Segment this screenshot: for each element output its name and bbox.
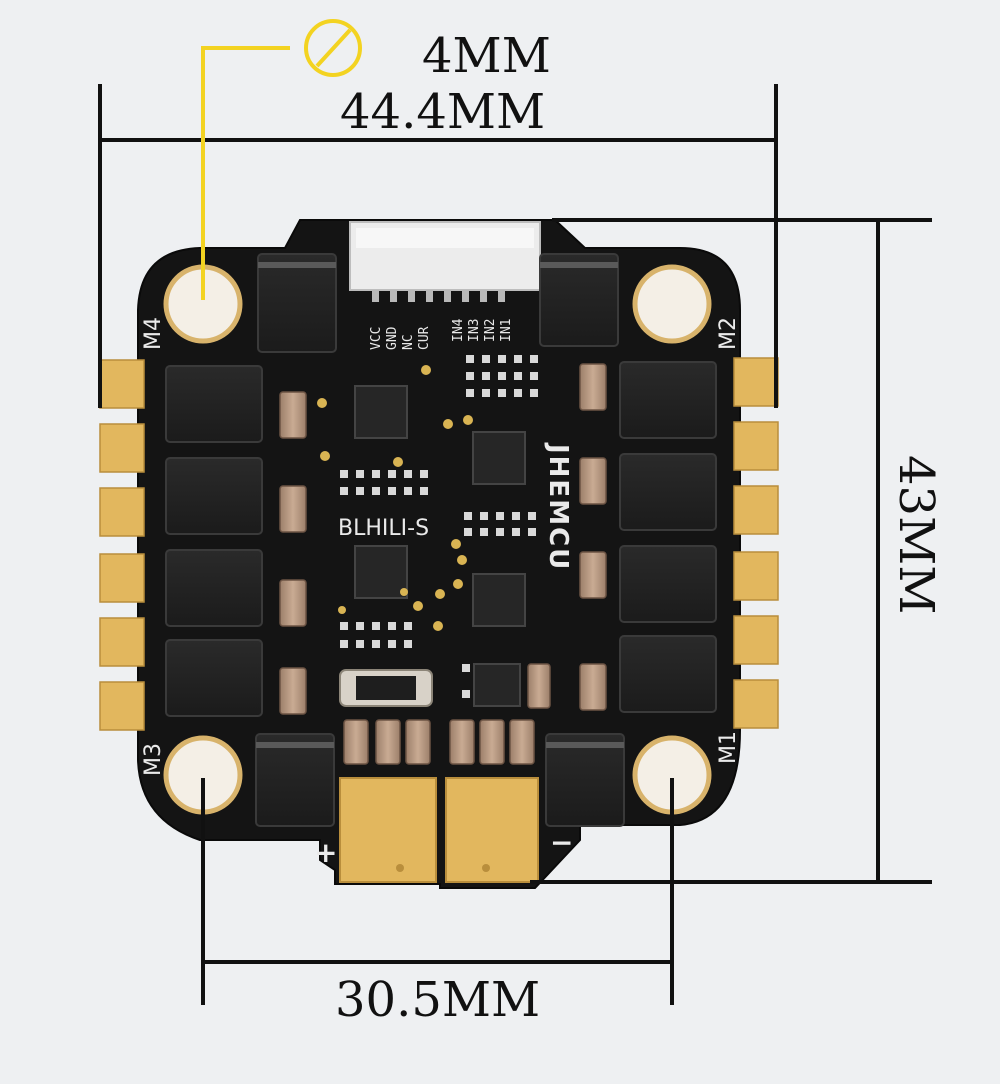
passive-array: [466, 355, 538, 397]
firmware-label: BLHILI-S: [338, 516, 429, 541]
motor-label-m1: M1: [716, 731, 741, 764]
regulator-chip: [473, 663, 521, 707]
passive-array: [464, 512, 536, 536]
passive-array: [340, 470, 428, 495]
mosfet: [165, 457, 263, 535]
pin-label: IN1: [499, 319, 514, 342]
motor-pad: [99, 487, 145, 537]
capacitor: [579, 663, 607, 711]
dimension-height: [530, 218, 932, 884]
board-width-text: 44.4MM: [340, 84, 545, 140]
mount-spacing-text: 30.5MM: [335, 972, 540, 1028]
motor-pad: [733, 679, 779, 729]
pin-label: GND: [385, 326, 400, 350]
dimension-width: [98, 84, 778, 408]
hole-diameter-leader: [201, 19, 362, 300]
mosfet: [619, 361, 717, 439]
mosfet: [165, 639, 263, 717]
mosfet: [619, 453, 717, 531]
capacitor: [579, 457, 607, 505]
pin-label: NC: [401, 334, 416, 350]
motor-pad: [733, 357, 779, 407]
capacitor: [405, 719, 431, 765]
hole-diameter-text: 4MM: [422, 28, 551, 84]
test-points: [317, 365, 473, 631]
ic-chip: [354, 545, 408, 599]
pin-label: IN4: [451, 318, 466, 342]
capacitor: [375, 719, 401, 765]
mosfets: [165, 253, 717, 827]
ic-chip: [354, 385, 408, 439]
motor-pad: [99, 359, 145, 409]
capacitors: [279, 363, 607, 765]
diameter-icon: [304, 19, 362, 77]
passive-array: [340, 622, 412, 648]
pin-label: VCC: [369, 327, 384, 350]
capacitor: [527, 663, 551, 709]
mosfet: [619, 635, 717, 713]
mosfet: [165, 365, 263, 443]
power-negative-label: −: [550, 826, 573, 859]
motor-pad: [733, 551, 779, 601]
dimension-mount-spacing: [201, 778, 674, 1005]
capacitor: [509, 719, 535, 765]
ic-chip: [472, 431, 526, 485]
battery-pad-negative: [445, 777, 539, 883]
mosfet: [255, 733, 335, 827]
mosfet: [165, 549, 263, 627]
motor-pad: [99, 553, 145, 603]
capacitor: [279, 667, 307, 715]
capacitor: [579, 551, 607, 599]
battery-pads: [339, 777, 539, 883]
ic-chips: [354, 385, 526, 627]
motor-pad: [99, 617, 145, 667]
capacitor: [279, 391, 307, 439]
mosfet: [619, 545, 717, 623]
pin-label: IN3: [467, 319, 482, 342]
motor-pad: [733, 421, 779, 471]
capacitor: [449, 719, 475, 765]
mosfet: [257, 253, 337, 353]
passive-arrays: [340, 355, 538, 698]
board-height-text: 43MM: [888, 455, 944, 614]
motor-pad: [99, 423, 145, 473]
mosfet: [539, 253, 619, 347]
connector-pin-labels: VCC GND NC CUR IN4 IN3 IN2 IN1: [369, 318, 514, 350]
pin-label: IN2: [483, 319, 498, 342]
capacitor: [279, 579, 307, 627]
diode: [339, 669, 433, 707]
motor-pads-right: [733, 357, 779, 729]
signal-connector: [349, 221, 541, 302]
motor-pad: [733, 485, 779, 535]
capacitor: [343, 719, 369, 765]
motor-label-m2: M2: [716, 317, 741, 350]
battery-pad-positive: [339, 777, 437, 883]
capacitor: [479, 719, 505, 765]
brand-label: JHEMCU: [543, 442, 573, 571]
mount-hole-top-right: [632, 264, 712, 344]
capacitor: [279, 485, 307, 533]
motor-pad: [733, 615, 779, 665]
mosfet: [545, 733, 625, 827]
pin-label: CUR: [417, 326, 432, 350]
motor-pads-left: [99, 359, 145, 731]
ic-chip: [472, 573, 526, 627]
motor-label-m3: M3: [141, 743, 166, 776]
power-positive-label: +: [314, 836, 337, 869]
motor-pad: [99, 681, 145, 731]
capacitor: [579, 363, 607, 411]
motor-label-m4: M4: [141, 317, 166, 350]
